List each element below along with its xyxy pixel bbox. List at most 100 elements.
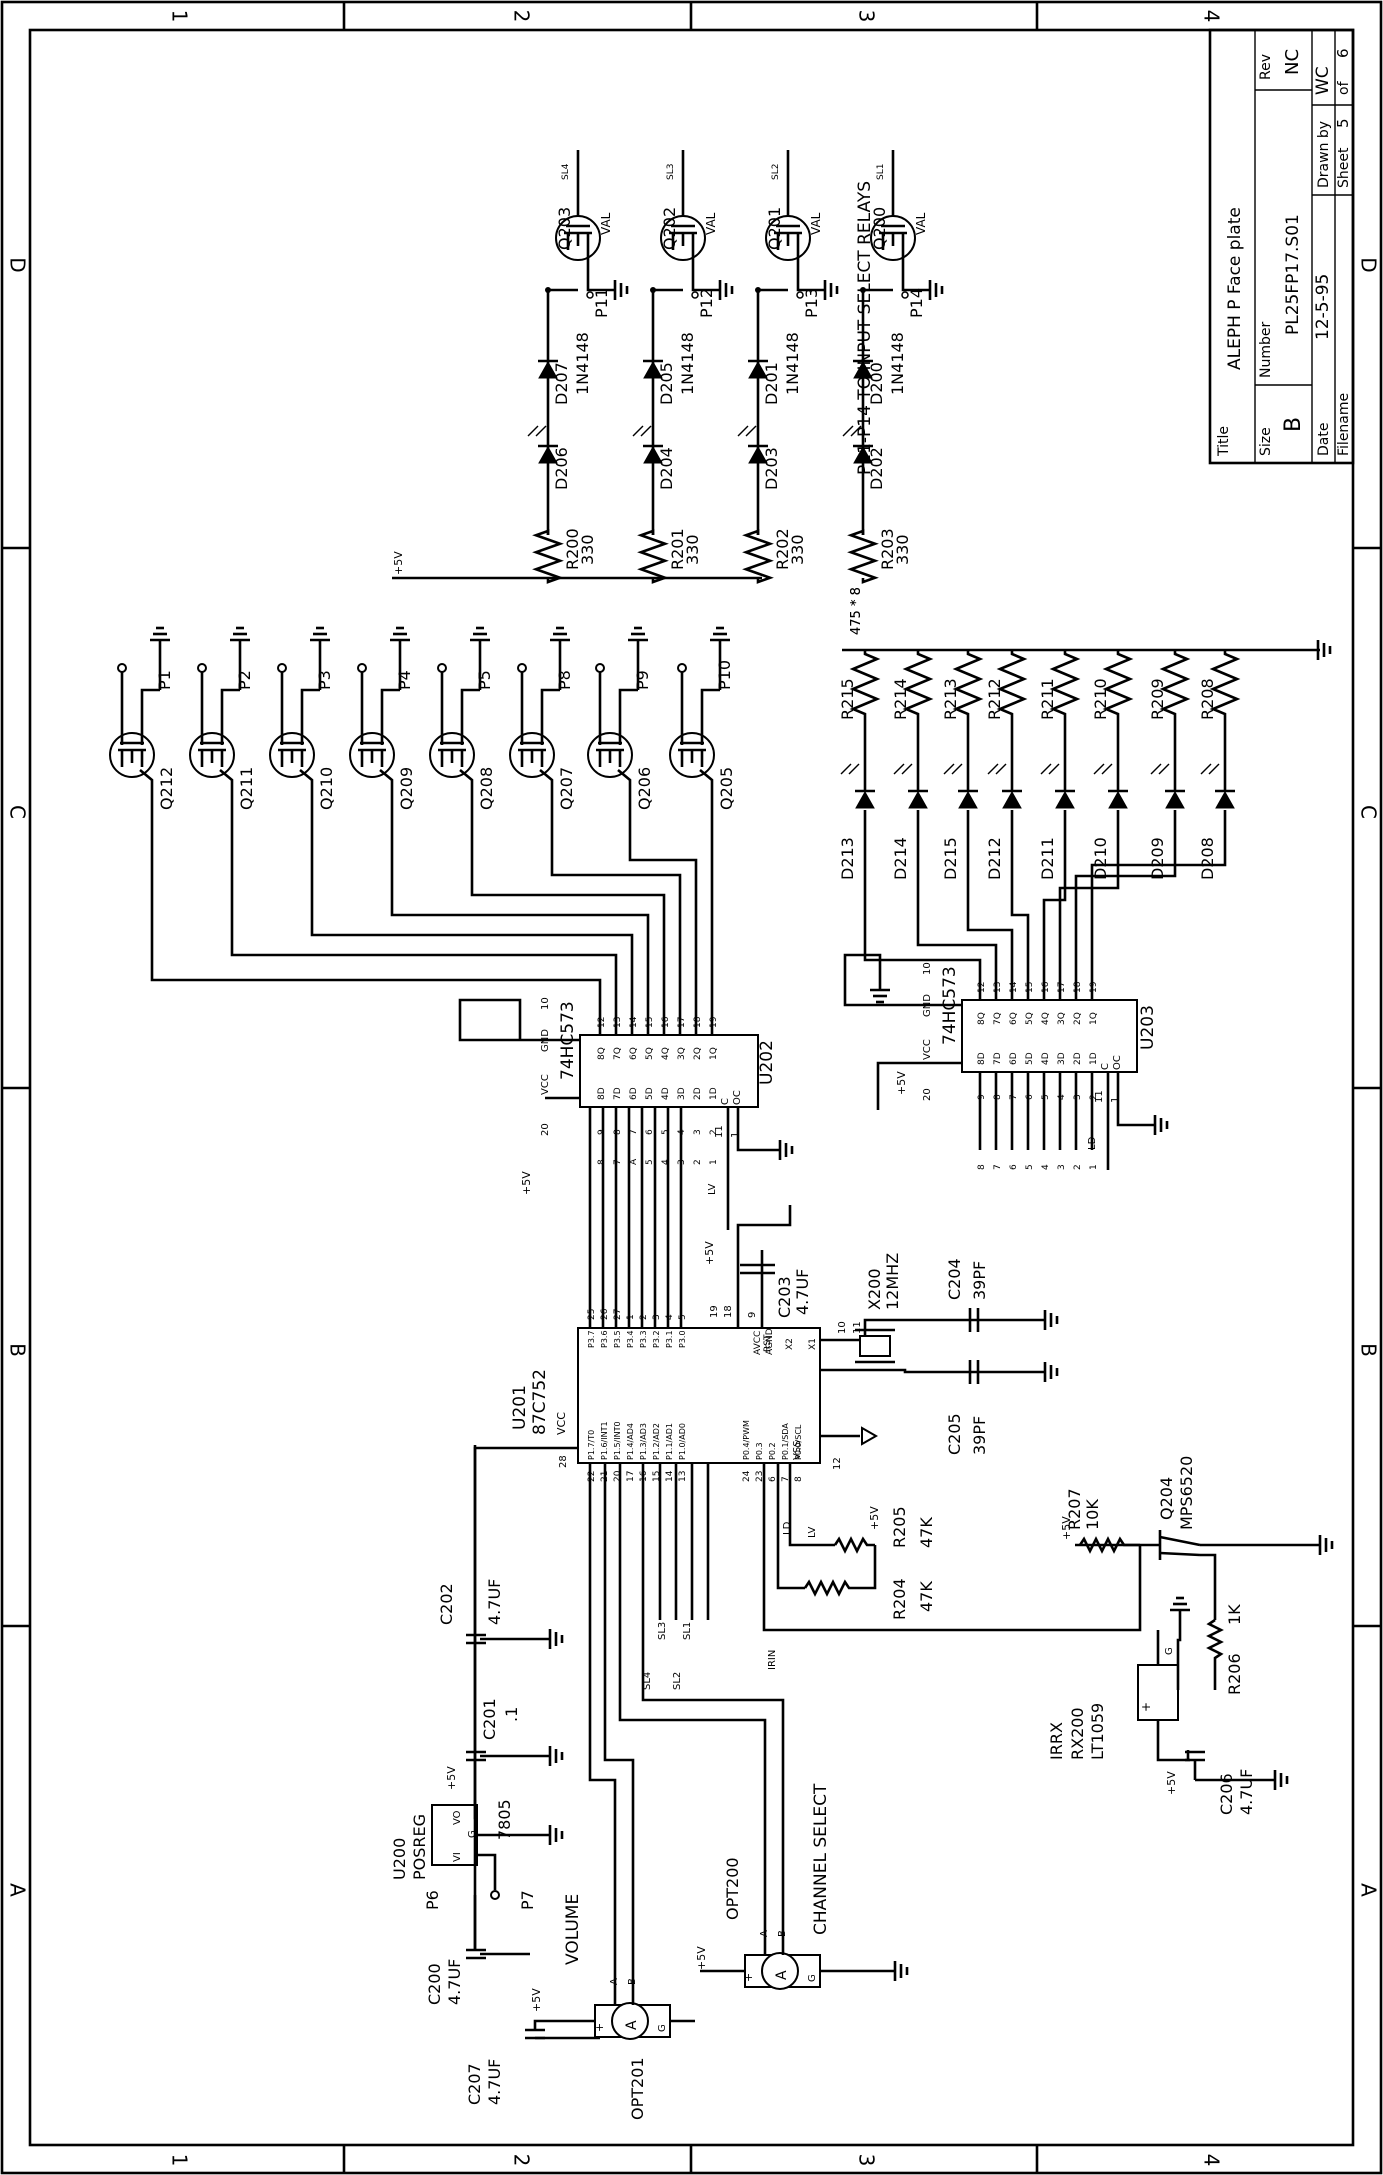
sl-label-1: SL1	[682, 1622, 693, 1640]
u203-d-6: 2D	[1073, 1052, 1083, 1065]
u200-regulator: VI VO G U200 POSREG 7805 P6 P7	[390, 1799, 537, 1910]
u203-qn-2: 14	[1009, 981, 1019, 993]
fet-2-pin	[277, 663, 287, 673]
fet-5-ground	[550, 626, 570, 642]
u202-lv: LV	[707, 1184, 718, 1195]
relay-3-sl-label: SL1	[876, 164, 886, 180]
u201-p0n-1: 23	[755, 1471, 765, 1482]
relay-3-source-wire	[901, 250, 930, 292]
u203-dn-7: 2	[1089, 1094, 1099, 1100]
led-4-diode-body	[1055, 790, 1075, 809]
zone-labels: 1 2 3 4 1 2 3 4 D C B A D C B A	[6, 10, 1381, 2167]
u203-qn-7: 19	[1089, 981, 1099, 993]
u203-q-wire-0	[863, 810, 982, 1000]
led-1-emit-arrow1	[893, 763, 905, 775]
relay-0-d1-label: D207	[552, 362, 571, 405]
u203-q-0: 8Q	[977, 1012, 987, 1025]
c206-ref: C206	[1217, 1773, 1236, 1815]
u203-q-4: 4Q	[1041, 1012, 1051, 1025]
u201-p1-3: P1.4/AD4	[626, 1423, 635, 1460]
u203-qn-1: 13	[993, 982, 1003, 993]
zone-top-1: 1	[168, 10, 192, 23]
led-4-emit-arrow2	[1048, 763, 1060, 775]
led-6-emit-arrow1	[1150, 763, 1162, 775]
u202-d-2: 6D	[629, 1087, 639, 1100]
r205-value: 47K	[917, 1517, 936, 1548]
relay-3-r-label: R203	[878, 528, 897, 570]
relay-2-d2-body	[748, 445, 768, 464]
u201-p1n-5: 15	[652, 1471, 662, 1482]
opt201-b-wire	[603, 1463, 635, 2005]
tb-title-label: Title	[1216, 426, 1232, 457]
fet-1-pin	[197, 663, 207, 673]
note-relays: P11-P14 TO INPUT SELECT RELAYS	[855, 181, 875, 475]
r206-ref: R206	[1225, 1653, 1244, 1695]
u203-bus-2: 6	[1009, 1164, 1019, 1170]
u202-dn-3: 6	[645, 1129, 655, 1135]
u202-ref: U202	[757, 1040, 777, 1085]
led-section: R215D213R214D214R213D215R212D212R211D211…	[838, 587, 1332, 880]
u201-p3-3: P3.4	[626, 1330, 635, 1348]
c200-value: 4.7UF	[445, 1959, 464, 2005]
zone-bottom-4: 4	[1200, 2154, 1224, 2167]
u203-supply: +5V	[895, 1071, 908, 1095]
u202-bus-1: 7	[613, 1159, 623, 1165]
u201-avcc-wire	[736, 1205, 792, 1328]
opt200-plus: +	[742, 1973, 755, 1982]
relay-0-d2-body	[538, 445, 558, 464]
u203-d-4: 4D	[1041, 1052, 1051, 1065]
relay-2-d1-body	[748, 360, 768, 379]
u203-qn-4: 16	[1041, 981, 1051, 993]
u203-gnd-wire	[843, 953, 962, 1007]
led-1-d-label: D214	[891, 837, 910, 880]
c201-ref: C201	[480, 1698, 499, 1740]
u201-ref: U201	[510, 1385, 530, 1430]
u201-p1n-6: 14	[665, 1470, 675, 1482]
u201-p3n-2: 27	[613, 1309, 623, 1320]
u201-x1-num: 11	[852, 1321, 863, 1334]
sl-label-3: SL3	[657, 1622, 668, 1640]
u201-p1n-0: 22	[587, 1471, 597, 1482]
u201-p3n-3: 1	[626, 1314, 636, 1320]
u202-qn-5: 17	[677, 1017, 687, 1028]
u202-bus-3: 5	[645, 1159, 655, 1165]
u203-q-1: 7Q	[993, 1012, 1003, 1025]
u202-gnd-num: 10	[540, 997, 551, 1010]
relay-1-d2-body	[643, 445, 663, 464]
u201-p1-2: P1.5/INT0	[613, 1421, 622, 1460]
output-fet-section: Q212P1Q211P2Q210P3Q209P4Q208P5Q207P8Q206…	[109, 626, 736, 810]
opt200-b-wire	[641, 1463, 785, 1955]
fet-4-ground	[470, 626, 490, 642]
relay-2-d2-emit-arrow1	[737, 425, 749, 437]
note-led-res: 475 * 8	[849, 587, 864, 635]
opt200-enc-a: A	[774, 1970, 790, 1980]
u202-gnd-wire	[458, 998, 580, 1042]
fet-2-q-label: Q210	[317, 767, 336, 810]
u202-latch: U202 74HC573 VCC GND 20 10 C OC 11 1 LV …	[540, 997, 777, 1195]
relay-2-pin	[796, 291, 804, 299]
u202-q-5: 3Q	[677, 1047, 687, 1060]
u203-gnd-symbol	[870, 988, 890, 1004]
relay-3-diode-label: 1N4148	[888, 332, 907, 395]
relay-1-res-label: 330	[683, 534, 702, 565]
relay-3-p-label: P14	[907, 288, 926, 318]
u203-q-wire-2	[966, 810, 1014, 1000]
r207-ref: R207	[1065, 1488, 1084, 1530]
u203-oc-wire	[1116, 1072, 1155, 1127]
u203-oc-ground	[1153, 1115, 1169, 1135]
relay-1-d2-label: D204	[657, 447, 676, 490]
r205-resistor	[833, 1536, 875, 1554]
fet-7-ground	[710, 626, 730, 642]
u202-d-3: 5D	[645, 1087, 655, 1100]
zone-bottom-1: 1	[168, 2154, 192, 2167]
ir-plus: +	[1139, 1702, 1153, 1712]
led-6-diode-body	[1165, 790, 1185, 809]
r206-resistor	[1206, 1618, 1224, 1690]
u201-p3n-6: 4	[665, 1314, 675, 1320]
u202-q-wire-6	[617, 769, 698, 1035]
r204-value: 47K	[917, 1581, 936, 1612]
opt201-vcc-wire	[533, 2019, 595, 2030]
c202-value: 4.7UF	[485, 1579, 504, 1625]
c204-ref: C204	[945, 1258, 964, 1300]
